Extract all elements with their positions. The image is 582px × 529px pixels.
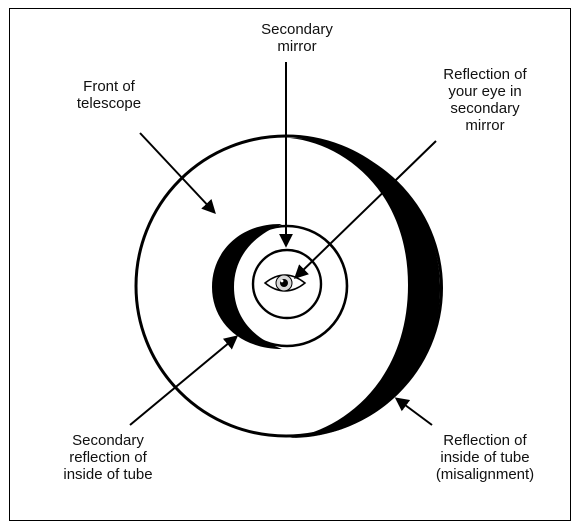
outer-crescent-fill xyxy=(290,137,441,438)
front-of-telescope-label: Front of telescope xyxy=(76,78,142,112)
eye-reflection-label: Reflection of your eye in secondary mirr… xyxy=(443,66,527,134)
inside-tube-reflection-label: Reflection of inside of tube (misalignme… xyxy=(435,432,535,483)
arrow-front-of-telescope xyxy=(139,132,216,215)
secondary-mirror-circle xyxy=(251,248,323,320)
secondary-reflection-crescent xyxy=(212,223,282,349)
secondary-reflection-label: Secondary reflection of inside of tube xyxy=(63,432,153,483)
eye-reflection-icon xyxy=(263,274,307,292)
secondary-mirror-label: Secondary mirror xyxy=(261,21,333,55)
arrow-inside-tube-reflection xyxy=(394,397,433,426)
arrow-secondary-reflection xyxy=(129,335,239,426)
arrow-eye-reflection xyxy=(293,140,437,279)
